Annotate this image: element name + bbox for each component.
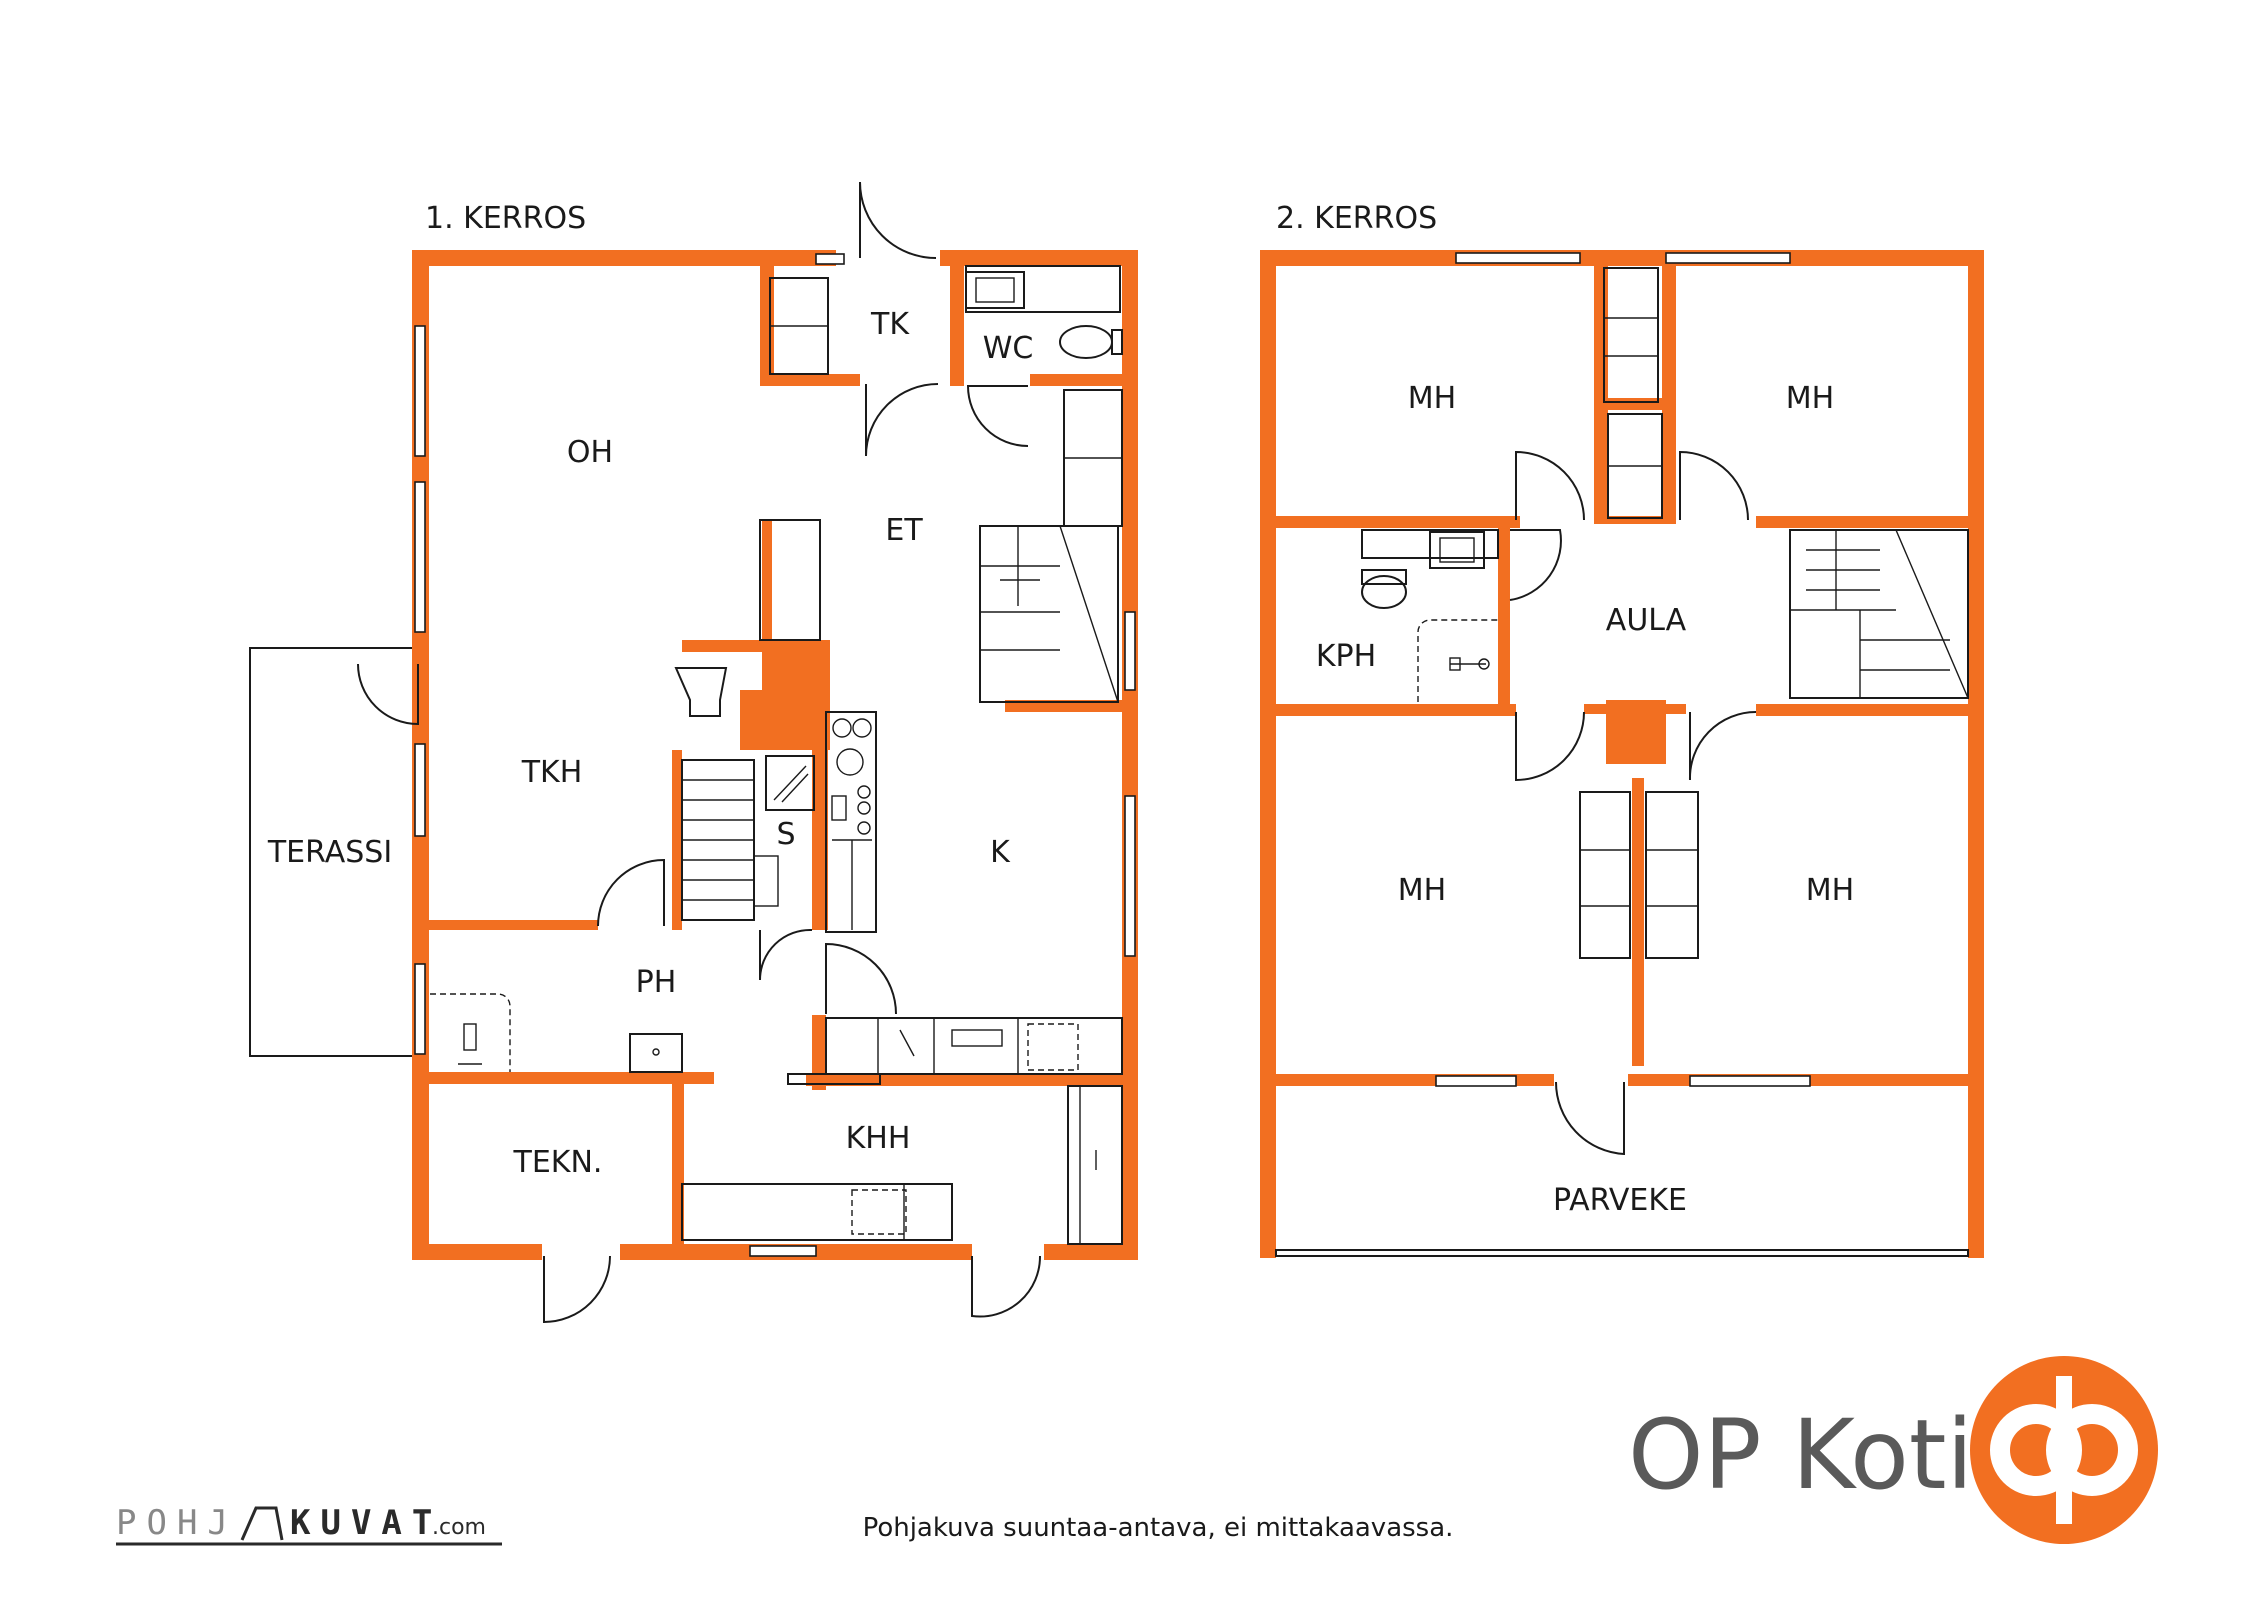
room-label-s: S [776,817,795,852]
room-label-khh: KHH [846,1121,911,1156]
floor-2-fixtures [1361,267,1969,959]
floor-2-plan: 2. KERROS [1260,201,1984,1258]
room-label-terassi: TERASSI [267,835,392,870]
room-label-k: K [990,835,1011,870]
disclaimer-text: Pohjakuva suuntaa-antava, ei mittakaavas… [863,1513,1454,1543]
room-label-mh-top-right: MH [1786,381,1834,416]
pohjakuvat-credit: POHJ KUVAT .com [116,1503,502,1546]
room-label-mh-bottom-left: MH [1398,873,1446,908]
room-label-oh: OH [567,435,613,470]
floor-1-doors [357,181,1042,1324]
floor-1-windows [414,253,1136,1257]
floor-2-outer-walls [1260,250,1984,1258]
floor-2-title: 2. KERROS [1276,201,1437,236]
credit-arch-icon [240,1506,284,1541]
room-label-kph: KPH [1316,639,1376,674]
room-label-et: ET [885,513,923,548]
floor-2-interior-walls [1272,262,1976,1086]
credit-text-grey: POHJ [116,1503,238,1543]
room-label-ph: PH [636,965,677,1000]
floor-2-windows [1275,252,1969,1257]
room-label-mh-top-left: MH [1408,381,1456,416]
floor-2-room-labels: MH MH KPH AULA MH MH PARVEKE [1316,381,1854,1218]
floor-1-room-labels: OH TK WC ET TKH TERASSI S K PH TEKN. KHH [267,307,1034,1180]
credit-text-suffix: .com [432,1515,486,1540]
brand-name: OP Koti [1628,1399,1973,1511]
op-logo-icon [1970,1356,2158,1544]
room-label-wc: WC [983,331,1034,366]
footer: Pohjakuva suuntaa-antava, ei mittakaavas… [116,1356,2158,1546]
room-label-parveke: PARVEKE [1553,1183,1687,1218]
room-label-mh-bottom-right: MH [1806,873,1854,908]
credit-text-dark: KUVAT [290,1503,442,1543]
room-label-aula: AULA [1606,603,1687,638]
room-label-tkh: TKH [521,755,583,790]
floor-2-doors [1509,450,1757,1156]
room-label-tekn: TEKN. [513,1145,603,1180]
room-label-tk: TK [870,307,910,342]
op-koti-brand: OP Koti [1628,1356,2158,1544]
floor-1-plan: 1. KERROS [249,181,1138,1324]
floor-1-fixtures [430,265,1123,1245]
floor-1-title: 1. KERROS [425,201,586,236]
